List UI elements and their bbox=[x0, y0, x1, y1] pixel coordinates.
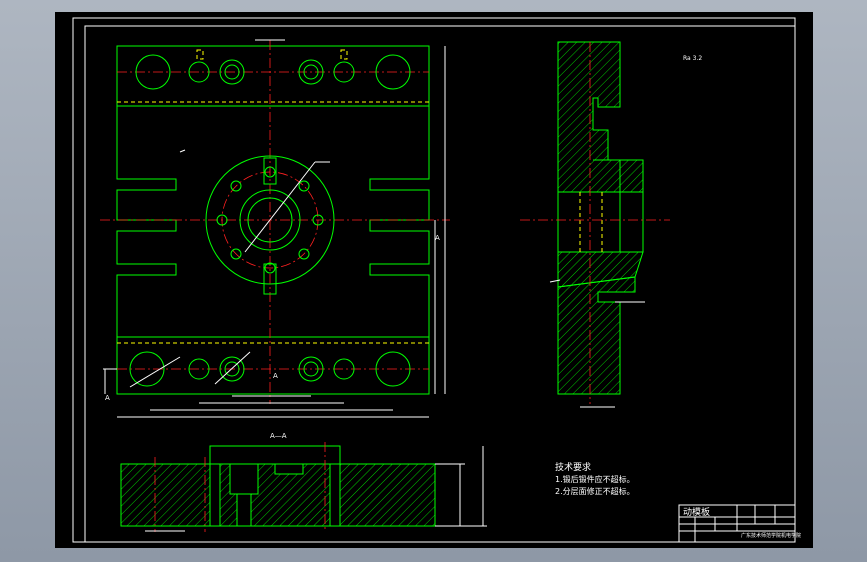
inner-frame bbox=[84, 25, 796, 543]
drawing-sheet: A—A A A A Ra 3.2 技术要求 1.锻后锻件应不超标。 2.分层面修… bbox=[55, 12, 813, 548]
section-marker-left: A bbox=[105, 394, 110, 402]
roughness-symbol: Ra 3.2 bbox=[683, 55, 702, 62]
school-name: 广东技术师范学院机电学院 bbox=[741, 532, 801, 539]
cad-drawing: A—A A A A Ra 3.2 技术要求 1.锻后锻件应不超标。 2.分层面修… bbox=[72, 17, 801, 543]
part-name: 动模板 bbox=[683, 506, 710, 518]
tech-requirement-1: 1.锻后锻件应不超标。 bbox=[555, 474, 635, 484]
outer-frame bbox=[72, 17, 796, 543]
tech-requirements: 技术要求 1.锻后锻件应不超标。 2.分层面修正不超标。 bbox=[555, 461, 635, 496]
title-block: 动模板 广东技术师范学院机电学院 bbox=[678, 504, 801, 543]
side-view bbox=[520, 41, 670, 408]
front-view bbox=[100, 39, 450, 418]
section-view bbox=[120, 442, 487, 532]
tech-requirements-title: 技术要求 bbox=[555, 461, 591, 473]
section-title: A—A bbox=[270, 432, 287, 440]
tech-requirement-2: 2.分层面修正不超标。 bbox=[555, 486, 635, 496]
section-marker-bottom: A bbox=[273, 372, 278, 380]
section-marker-right: A bbox=[435, 234, 440, 242]
